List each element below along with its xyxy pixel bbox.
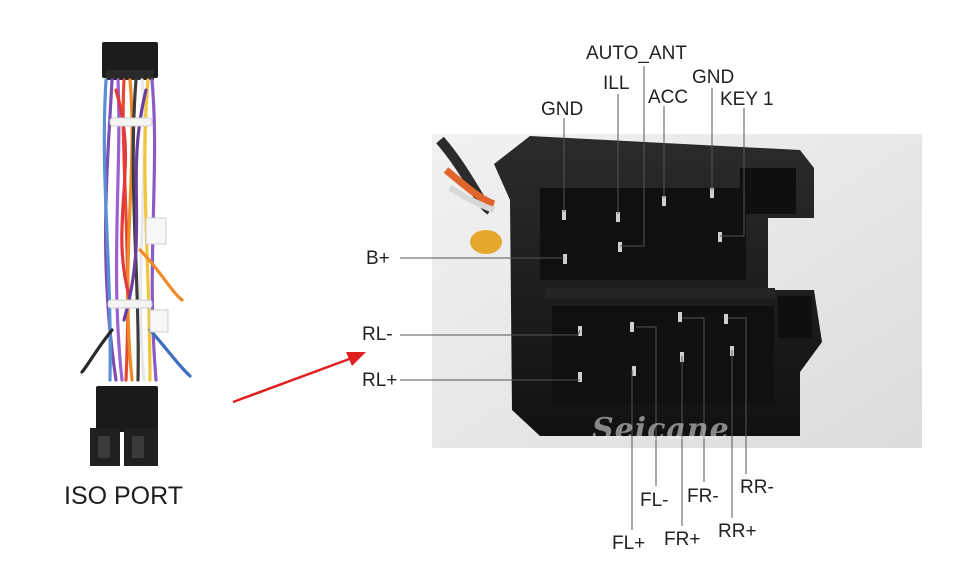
- pin-label-gnd-top: GND: [692, 67, 735, 88]
- pin-label-b-plus: B+: [366, 248, 390, 269]
- pin-label-ill: ILL: [603, 73, 630, 94]
- pin-label-fl-plus: FL+: [612, 533, 646, 554]
- pin-label-fr-minus: FR-: [687, 486, 719, 507]
- pointer-arrow: [232, 352, 366, 404]
- brand-watermark: Seicane: [592, 412, 730, 447]
- pin-label-rl-plus: RL+: [362, 370, 398, 391]
- pin-label-fl-minus: FL-: [640, 490, 669, 511]
- pin-label-rr-plus: RR+: [718, 521, 757, 542]
- pin-label-fr-plus: FR+: [664, 529, 701, 550]
- harness-top-connector: [102, 42, 158, 78]
- pin-label-gnd-left: GND: [541, 99, 584, 120]
- wiring-harness-image: [80, 42, 192, 466]
- pin-label-key1: KEY 1: [720, 89, 774, 110]
- iso-port-caption: ISO PORT: [64, 482, 184, 510]
- pin-label-rr-minus: RR-: [740, 477, 774, 498]
- pin-label-rl-minus: RL-: [362, 324, 393, 345]
- leader-lines: [400, 66, 747, 530]
- connector-photo: [432, 134, 922, 448]
- harness-iso-connector: [96, 386, 158, 432]
- pin-label-acc: ACC: [648, 87, 689, 108]
- pin-label-auto-ant: AUTO_ANT: [586, 43, 688, 64]
